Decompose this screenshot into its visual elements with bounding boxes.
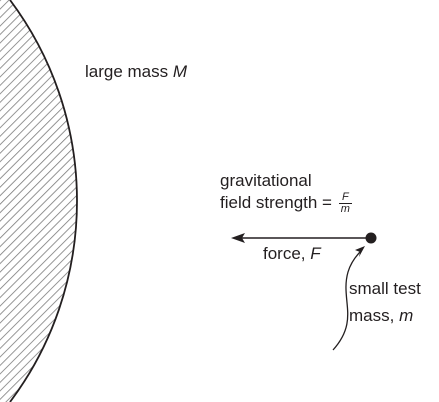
test-mass-label: small test mass, m <box>349 275 421 329</box>
test-mass-line1: small test <box>349 279 421 298</box>
small-test-mass-dot <box>366 233 377 244</box>
test-mass-symbol: m <box>399 306 413 325</box>
force-symbol: F <box>310 244 320 263</box>
large-mass-symbol: M <box>173 62 187 81</box>
test-mass-line2: mass, <box>349 306 399 325</box>
large-mass-body <box>0 0 77 402</box>
fraction-denominator: m <box>339 204 352 215</box>
field-strength-line1: gravitational <box>220 171 312 190</box>
force-label: force, F <box>263 243 321 265</box>
field-strength-line2: field strength = <box>220 193 337 212</box>
large-mass-text: large mass <box>85 62 173 81</box>
force-arrow <box>231 233 366 243</box>
force-text: force, <box>263 244 310 263</box>
large-mass-label: large mass M <box>85 61 187 83</box>
